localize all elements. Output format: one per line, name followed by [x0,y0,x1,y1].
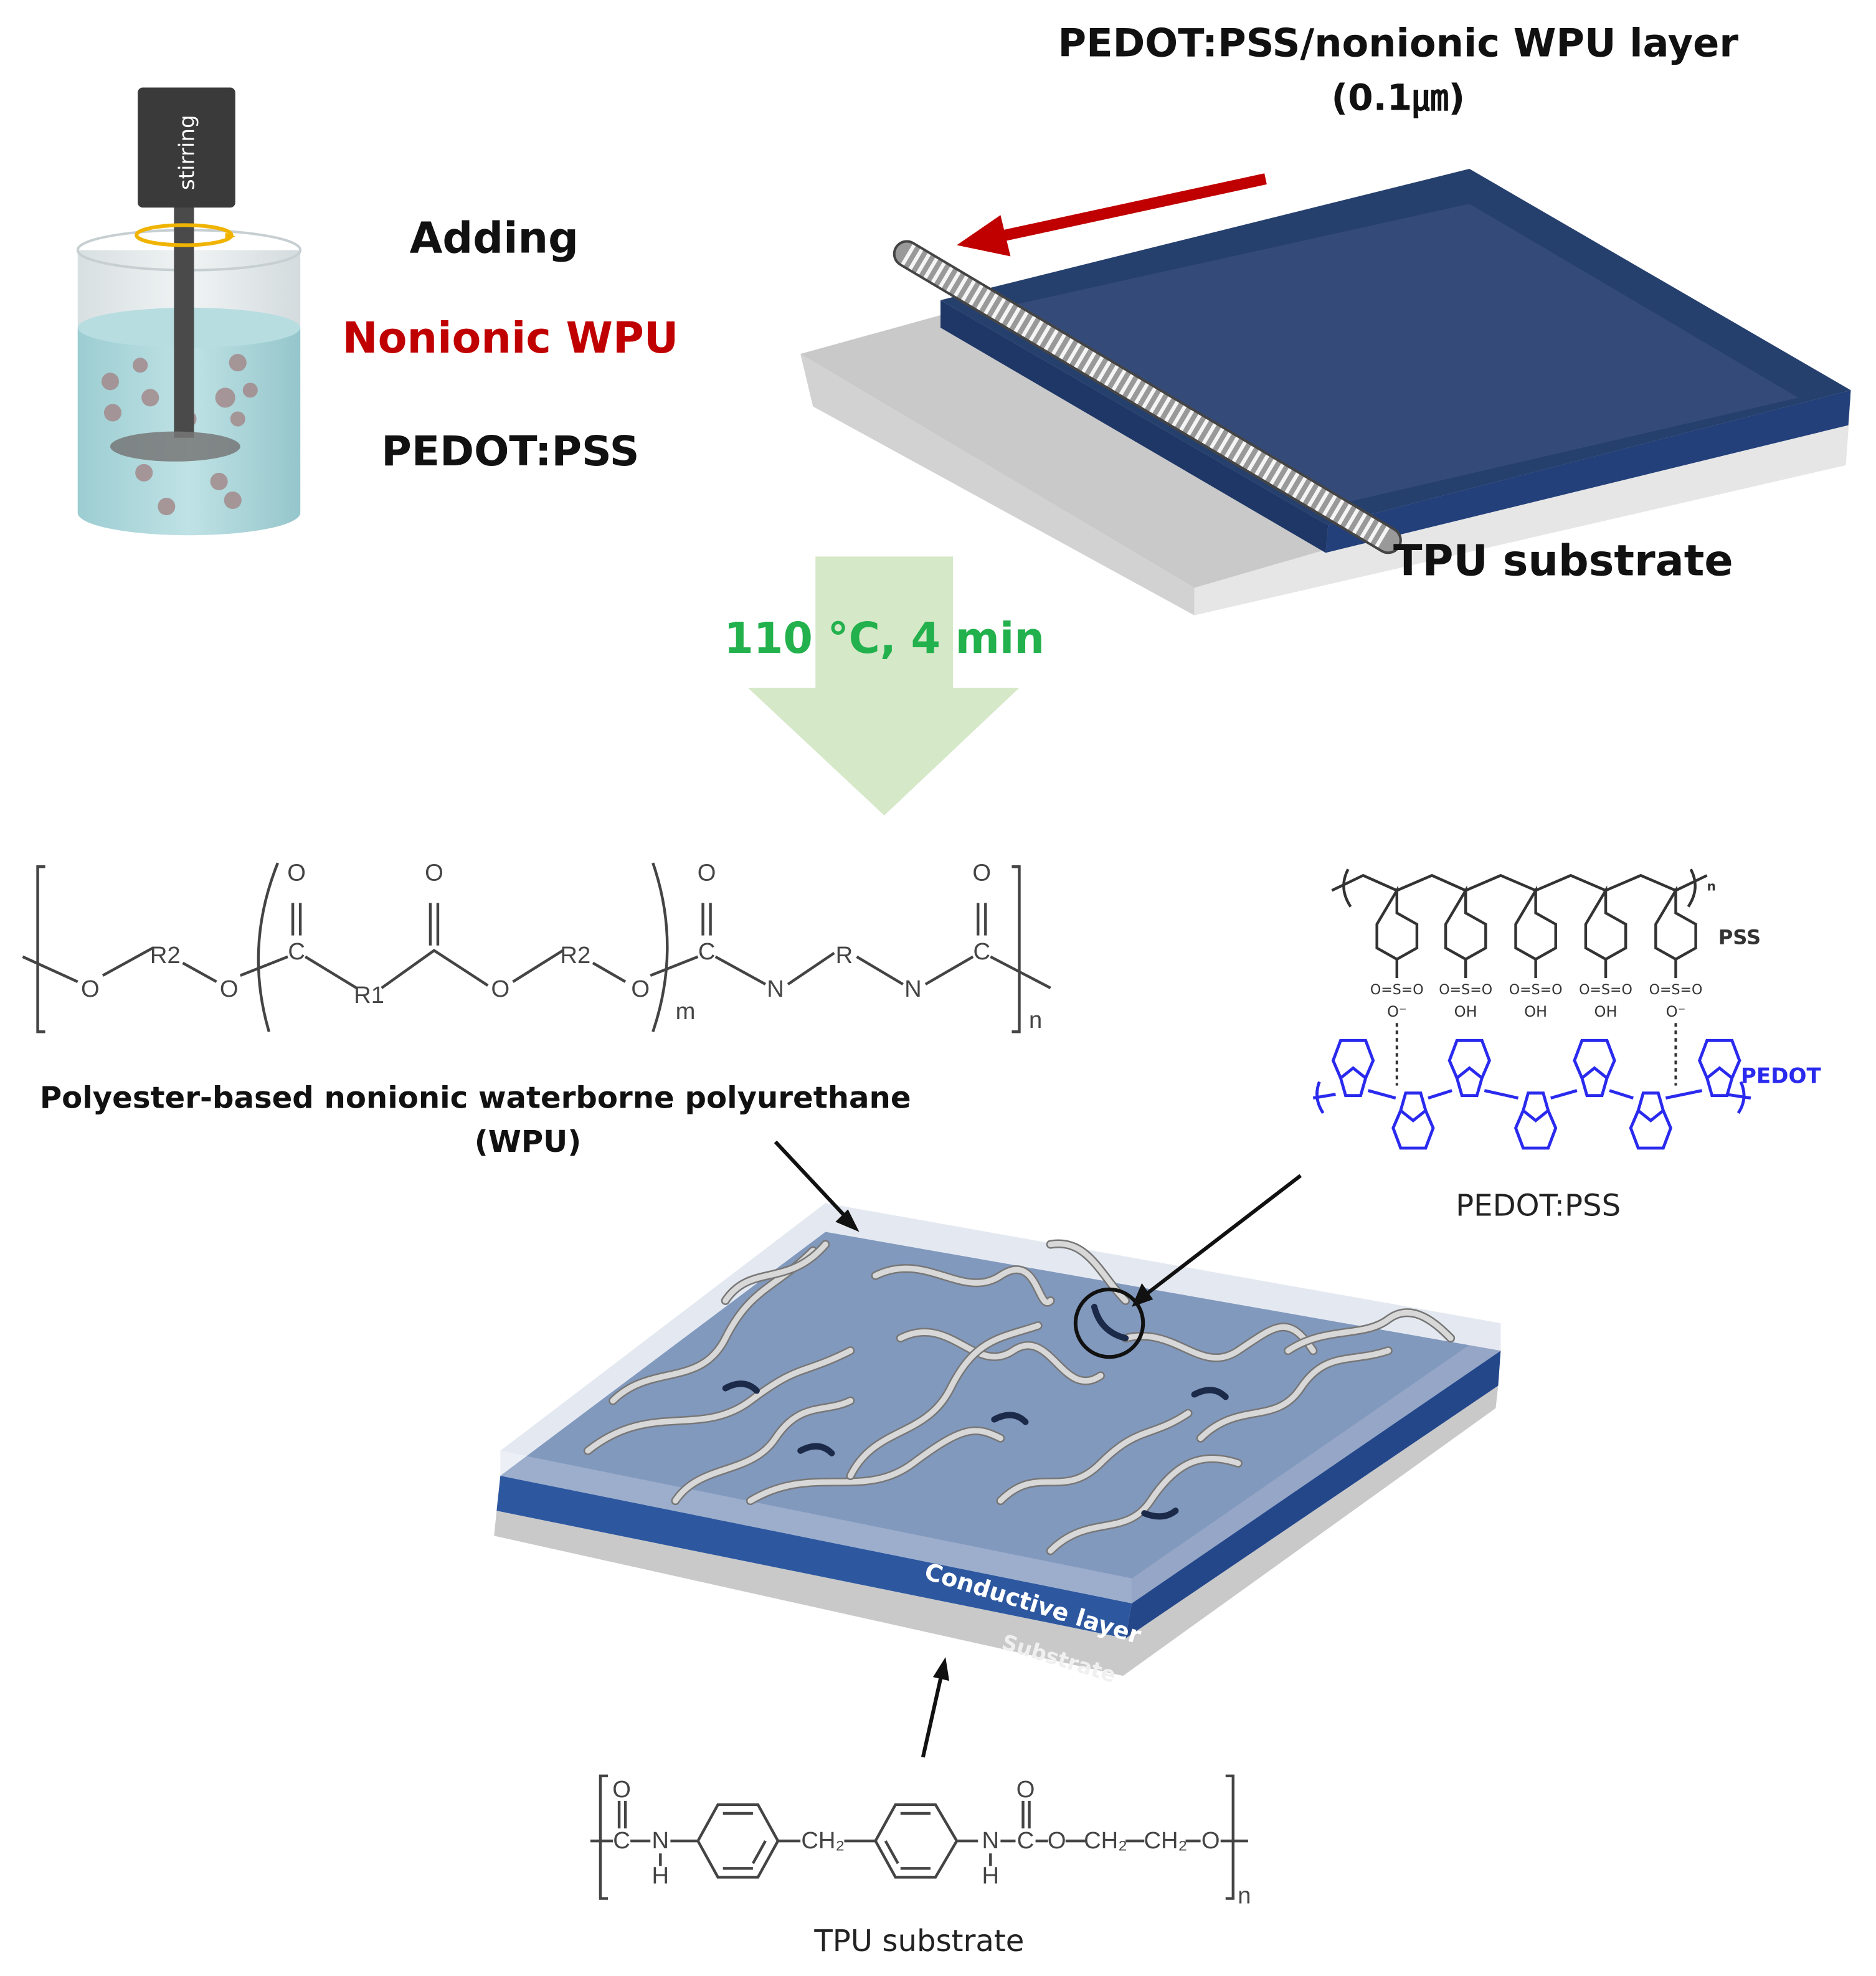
polymer-fibers [583,1239,1456,1556]
tpu-caption: TPU substrate [813,1924,1024,1959]
atom: O [698,859,716,886]
atom: R2 [560,942,590,969]
svg-text:n: n [1707,878,1716,893]
atom: H [652,1862,670,1889]
stirrer-shaft [174,206,194,438]
atom: O [972,859,991,886]
atom: C [698,938,716,965]
group: OH [1594,1003,1618,1020]
atom: H [982,1862,1000,1889]
atom: N [904,976,922,1002]
highlight-circle [1073,1287,1145,1359]
pedot-label: PEDOT [1741,1064,1822,1089]
particles [101,354,258,516]
coating-rod [893,240,1402,554]
atom: C [288,938,305,965]
atom: O [1048,1827,1066,1854]
pedot-pss-caption: PEDOT:PSS [1456,1188,1621,1223]
subscript-n: n [1029,1007,1042,1033]
wpu-structure: O R2 O C O R1 O O R2 O C O N R N C O m n… [22,859,1051,1159]
atom: O [220,976,239,1002]
group: OH [1454,1003,1477,1020]
impeller [110,431,240,462]
title-line2: (0.1㎛) [1332,77,1466,119]
atom: O [631,976,650,1002]
pss-rings [1375,885,1697,978]
wpu-caption-line2: (WPU) [475,1124,582,1159]
atom: CH₂ [801,1827,845,1854]
adding-label: Adding [410,214,579,264]
pss-label: PSS [1718,926,1761,949]
atom: R [836,942,853,969]
pedot-segments [722,1303,1229,1520]
atom: O [491,976,510,1002]
atom: CH₂ [1084,1827,1127,1854]
coating-direction-arrow [957,173,1267,257]
atom: C [1017,1827,1035,1854]
mixing-labels: Adding Nonionic WPU PEDOT:PSS [342,214,678,475]
atom: N [652,1827,670,1854]
atom: O [1016,1776,1035,1803]
group: O⁻ [1666,1003,1686,1020]
subscript-m: m [676,998,696,1025]
svg-text:O=S=O: O=S=O [1649,982,1703,998]
atom: O [287,859,306,886]
process-arrow: 110 °C, 4 min [724,556,1045,815]
atom: R1 [354,982,384,1009]
atom: O [1201,1827,1220,1854]
atom: CH₂ [1144,1827,1187,1854]
atom: N [982,1827,1000,1854]
pointer-arrows [774,1140,1302,1758]
atom: O [81,976,100,1002]
group: O⁻ [1387,1003,1407,1020]
pedot-pss-label: PEDOT:PSS [381,427,639,475]
subscript-n: n [1238,1883,1251,1909]
svg-text:O=S=O: O=S=O [1439,982,1492,998]
tpu-structure: C O N H CH₂ N H C O O CH₂ CH₂ O n TPU su… [590,1774,1251,1959]
group: OH [1524,1003,1547,1020]
svg-text:O=S=O: O=S=O [1370,982,1424,998]
stirrer-motor [138,87,235,208]
process-condition: 110 °C, 4 min [724,614,1044,663]
atom: R2 [150,942,181,969]
nonionic-wpu-label: Nonionic WPU [342,314,678,363]
pedot-chain [1312,1038,1751,1150]
svg-text:O=S=O: O=S=O [1509,982,1563,998]
atom: O [612,1776,631,1803]
bar-coating-illustration: TPU substrate [800,169,1851,615]
atom: O [425,859,443,886]
stirrer-label: stirring [174,115,199,190]
title-line1: PEDOT:PSS/nonionic WPU layer [1058,20,1739,65]
svg-text:O=S=O: O=S=O [1579,982,1632,998]
beaker-illustration: stirring [76,87,302,536]
atom: N [767,976,784,1002]
wpu-caption-line1: Polyester-based nonionic waterborne poly… [40,1081,911,1116]
composite-film: Conductive layer Substrate [494,1203,1501,1688]
tpu-substrate-label: TPU substrate [1393,536,1733,586]
layer-title: PEDOT:PSS/nonionic WPU layer (0.1㎛) [1058,20,1739,118]
atom: C [613,1827,630,1854]
atom: C [973,938,990,965]
